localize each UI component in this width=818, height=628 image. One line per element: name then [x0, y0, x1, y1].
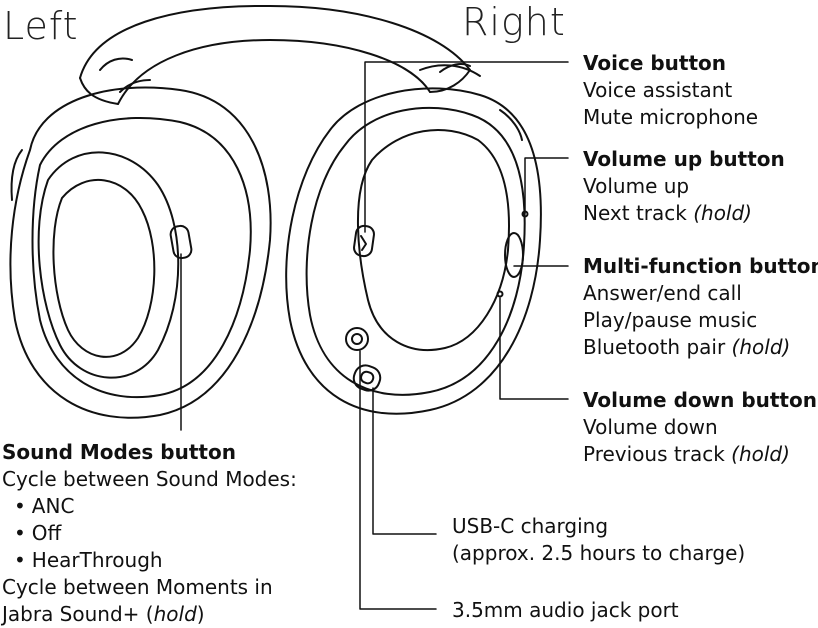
- left-label: Left: [3, 4, 79, 48]
- volume-down-title: Volume down button: [583, 388, 817, 412]
- multi-function-line-1: Answer/end call: [583, 281, 742, 305]
- volume-up-line-2-hold: (hold): [693, 201, 752, 225]
- volume-up-button-callout: Volume up button Volume up Next track (h…: [583, 146, 785, 227]
- sound-modes-outro-2-hold: hold: [153, 602, 197, 626]
- leader-line-jack: [359, 350, 437, 610]
- sound-modes-outro-2: Jabra Sound+ (hold): [2, 602, 205, 626]
- leader-line-volume-down: [499, 297, 569, 400]
- sound-modes-outro-2-main: Jabra Sound+: [2, 602, 140, 626]
- audio-jack-line-1: 3.5mm audio jack port: [452, 598, 679, 622]
- leader-line-usb: [372, 387, 437, 535]
- volume-down-button-callout: Volume down button Volume down Previous …: [583, 387, 817, 468]
- headband: [79, 4, 471, 105]
- usb-c-line-2: (approx. 2.5 hours to charge): [452, 541, 746, 565]
- sound-mode-off: Off: [2, 520, 297, 547]
- volume-up-line-2: Next track (hold): [583, 200, 785, 227]
- volume-down-line-2-main: Previous track: [583, 442, 725, 466]
- sound-mode-hearthrough: HearThrough: [2, 547, 297, 574]
- sound-modes-button-callout: Sound Modes button Cycle between Sound M…: [2, 439, 297, 628]
- voice-button-line-1: Voice assistant: [583, 78, 733, 102]
- right-ear-cup: [285, 64, 542, 415]
- leader-lines: [180, 61, 569, 610]
- voice-button-title: Voice button: [583, 51, 727, 75]
- multi-function-line-3-main: Bluetooth pair: [583, 335, 726, 359]
- sound-mode-anc: ANC: [2, 493, 297, 520]
- volume-up-line-1: Volume up: [583, 174, 690, 198]
- left-ear-cup: [9, 79, 272, 419]
- volume-down-line-2-hold: (hold): [731, 442, 790, 466]
- sound-modes-outro-1: Cycle between Moments in: [2, 575, 273, 599]
- volume-up-line-2-main: Next track: [583, 201, 687, 225]
- multi-function-button-icon: [504, 232, 524, 278]
- multi-function-line-3-hold: (hold): [731, 335, 791, 359]
- volume-down-line-2: Previous track (hold): [583, 441, 817, 468]
- volume-up-title: Volume up button: [583, 147, 785, 171]
- usb-c-callout: USB-C charging (approx. 2.5 hours to cha…: [452, 513, 745, 567]
- volume-down-line-1: Volume down: [583, 415, 718, 439]
- voice-button-callout: Voice button Voice assistant Mute microp…: [583, 50, 758, 131]
- audio-jack-port-icon: [345, 327, 369, 351]
- multi-function-line-2: Play/pause music: [583, 308, 758, 332]
- sound-modes-title: Sound Modes button: [2, 440, 236, 464]
- sound-modes-button-icon: [169, 224, 193, 260]
- sound-modes-intro: Cycle between Sound Modes:: [2, 467, 297, 491]
- audio-jack-callout: 3.5mm audio jack port: [452, 597, 679, 624]
- right-label: Right: [462, 0, 566, 44]
- volume-down-button-icon: [496, 290, 504, 298]
- voice-button-icon: [353, 224, 375, 258]
- multi-function-title: Multi-function button: [583, 254, 818, 278]
- leader-line-volume-up: [524, 157, 569, 215]
- usb-c-line-1: USB-C charging: [452, 514, 609, 538]
- usb-c-port-icon: [352, 364, 382, 392]
- multi-function-button-callout: Multi-function button Answer/end call Pl…: [583, 253, 818, 361]
- multi-function-line-3: Bluetooth pair (hold): [583, 334, 818, 361]
- voice-button-line-2: Mute microphone: [583, 105, 759, 129]
- leader-line-voice: [364, 61, 569, 233]
